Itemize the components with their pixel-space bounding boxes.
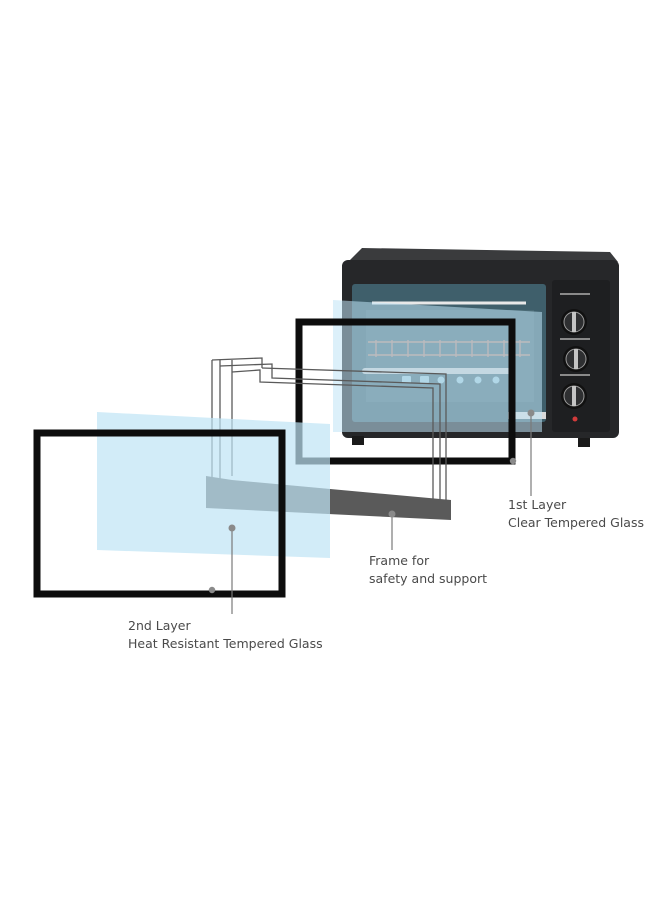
frame-leader xyxy=(388,510,396,550)
first-layer-callout: 1st Layer Clear Tempered Glass xyxy=(508,496,644,532)
frame-callout: Frame for safety and support xyxy=(369,552,487,588)
second-layer-callout-title: 2nd Layer xyxy=(128,618,191,633)
support-frame xyxy=(211,357,447,508)
second-layer-callout-subtitle: Heat Resistant Tempered Glass xyxy=(128,636,323,651)
second-layer-glass-border xyxy=(33,429,286,598)
oven-timer-knob xyxy=(561,383,587,409)
frame-callout-subtitle: safety and support xyxy=(369,571,488,586)
second-layer-leader xyxy=(208,524,236,614)
second-layer-callout: 2nd Layer Heat Resistant Tempered Glass xyxy=(128,617,323,653)
second-layer-glass-tint xyxy=(97,412,330,558)
first-layer-glass-tint xyxy=(333,300,542,432)
first-layer-glass-border xyxy=(295,318,516,465)
oven-foot-left xyxy=(352,436,364,445)
oven-function-knob xyxy=(563,346,589,372)
first-layer-leader xyxy=(509,409,535,496)
oven-top xyxy=(350,248,618,262)
oven-foot-right xyxy=(578,438,590,447)
oven-power-indicator-light xyxy=(572,416,578,422)
frame-callout-title: Frame for xyxy=(369,553,430,568)
first-layer-callout-subtitle: Clear Tempered Glass xyxy=(508,515,644,530)
oven-temperature-knob xyxy=(561,309,587,335)
first-layer-callout-title: 1st Layer xyxy=(508,497,567,512)
oven-control-labels xyxy=(560,293,590,376)
